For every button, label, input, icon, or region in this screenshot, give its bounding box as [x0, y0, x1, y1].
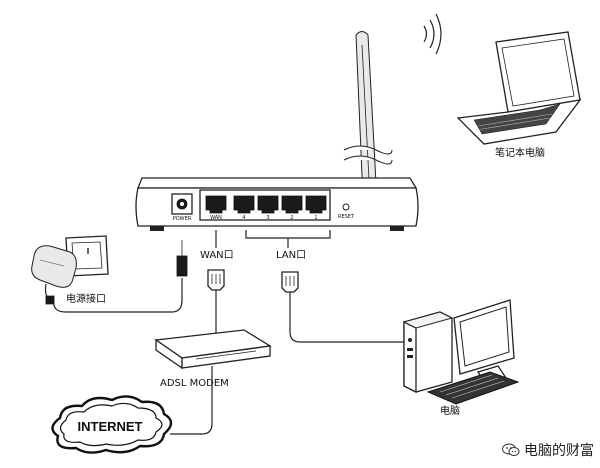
- desktop-computer-icon: [402, 299, 520, 405]
- wifi-signal-icon: [423, 13, 442, 55]
- dc-plug-icon: [176, 240, 188, 277]
- ethernet-plug-icon: [207, 269, 225, 291]
- modem-icon: [154, 329, 272, 370]
- power-cable: [53, 278, 183, 313]
- lan-cable: [289, 292, 404, 343]
- router-icon: POWER WAN 4 3 2 1 RESET: [135, 31, 419, 231]
- cloud-icon: [51, 395, 173, 454]
- lan-port-2-label: 2: [290, 215, 293, 221]
- reset-label: RESET: [338, 214, 355, 220]
- lan-bracket: [245, 230, 331, 239]
- laptop-label: 笔记本电脑: [495, 146, 545, 159]
- modem-to-internet-cable: [170, 366, 213, 435]
- power-adapter-icon: [31, 245, 77, 305]
- lan-port-4-label: 4: [242, 215, 245, 221]
- pc-label: 电脑: [440, 404, 460, 417]
- lan-port-3-label: 3: [266, 215, 269, 221]
- wan-label: WAN口: [200, 250, 234, 261]
- laptop-icon: [456, 31, 582, 145]
- watermark: 电脑的财富: [502, 440, 594, 460]
- wan-port-label: WAN: [210, 215, 222, 221]
- watermark-text: 电脑的财富: [524, 443, 594, 459]
- antenna-icon: [343, 31, 393, 223]
- modem-label: ADSL MODEM: [160, 378, 229, 389]
- power-port-label: POWER: [173, 216, 192, 222]
- ethernet-plug-icon: [281, 271, 299, 293]
- internet-label: INTERNET: [78, 419, 143, 434]
- wechat-icon: [502, 443, 520, 456]
- wan-port: [205, 195, 227, 214]
- lan-ports: [233, 195, 327, 214]
- lan-port-1-label: 1: [314, 215, 317, 221]
- power-label: 电源接口: [66, 292, 106, 305]
- lan-label: LAN口: [276, 250, 306, 261]
